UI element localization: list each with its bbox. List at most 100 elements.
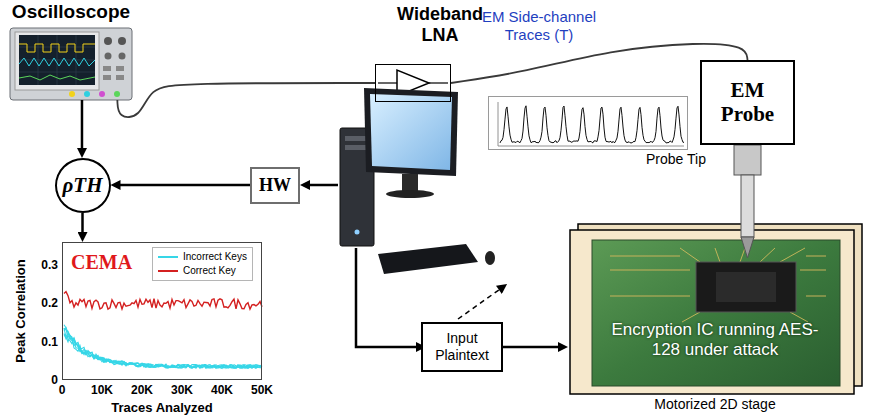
tick-label: 50K bbox=[251, 383, 273, 397]
process-box: Input Plaintext bbox=[421, 322, 503, 372]
amplifier-symbol-part bbox=[429, 82, 448, 83]
plot-heading: EM Side-channel Traces (T) bbox=[477, 8, 601, 44]
stage-label: Motorized 2D stage bbox=[568, 396, 862, 412]
operator-symbol: ρTH bbox=[63, 173, 103, 198]
node-heading: Wideband LNA bbox=[390, 4, 490, 45]
trace-waveform-part bbox=[498, 146, 684, 147]
oscilloscope-drawing-part bbox=[19, 35, 95, 85]
computer-drawing-part bbox=[402, 174, 418, 192]
oscilloscope-drawing-part bbox=[19, 35, 95, 85]
computer-arrows-part bbox=[356, 248, 421, 347]
computer-drawing-part bbox=[370, 94, 452, 170]
chart-title: CEMA bbox=[71, 251, 132, 274]
tick-label: 0 bbox=[59, 383, 66, 397]
chart-legend: Incorrect KeysCorrect Key bbox=[152, 247, 253, 281]
stage-drawing bbox=[570, 224, 862, 394]
legend-swatch bbox=[158, 270, 178, 272]
stage-drawing-part bbox=[716, 272, 776, 302]
tick-label: 10K bbox=[91, 383, 113, 397]
legend-swatch bbox=[158, 256, 178, 258]
oscilloscope-drawing-part bbox=[84, 91, 90, 97]
trace-waveform-part bbox=[498, 102, 499, 146]
oscilloscope-drawing-part bbox=[15, 32, 99, 90]
process-box: HW bbox=[250, 167, 300, 204]
probe-drawing-part bbox=[741, 175, 754, 237]
tick-label: 0.2 bbox=[41, 296, 58, 310]
legend-text: Correct Key bbox=[183, 264, 236, 278]
legend-entry: Incorrect Keys bbox=[158, 250, 247, 264]
tick-label: 40K bbox=[211, 383, 233, 397]
tick-label: 0 bbox=[51, 373, 58, 387]
computer-drawing-part bbox=[378, 244, 478, 274]
amplifier-box: Wideband LNA bbox=[375, 64, 451, 102]
oscilloscope-drawing-part bbox=[116, 75, 124, 80]
oscilloscope-drawing bbox=[10, 28, 132, 100]
incorrect-key-curve bbox=[64, 328, 262, 368]
axis-title: Traces Analyzed bbox=[111, 400, 212, 415]
stage-board: Encryption IC running AES-128 under atta… bbox=[568, 222, 862, 394]
computer-drawing-part bbox=[386, 190, 434, 198]
trace-waveform bbox=[498, 102, 684, 146]
signal-cable bbox=[117, 83, 375, 117]
computer-arrows-part bbox=[458, 287, 503, 319]
correlation-curves bbox=[64, 292, 262, 369]
probe-drawing-part bbox=[741, 237, 754, 258]
oscilloscope-drawing-part bbox=[119, 53, 126, 60]
trace-line bbox=[500, 106, 684, 143]
oscilloscope-drawing-part bbox=[114, 91, 120, 97]
oscilloscope-drawing-part bbox=[10, 28, 132, 100]
correlation-circle: ρTH bbox=[55, 158, 111, 213]
incorrect-key-curve bbox=[64, 325, 262, 369]
legend-entry: Correct Key bbox=[158, 264, 247, 278]
oscilloscope-drawing-part bbox=[103, 75, 111, 80]
computer-drawing bbox=[340, 88, 495, 274]
oscilloscope-drawing-part bbox=[19, 75, 95, 80]
oscilloscope-drawing-part bbox=[19, 44, 95, 52]
tick-label: 20K bbox=[131, 383, 153, 397]
flow-arrow bbox=[81, 100, 84, 153]
incorrect-key-curve bbox=[64, 328, 262, 368]
oscilloscope-drawing-part bbox=[105, 53, 112, 60]
stage-drawing-part bbox=[592, 240, 840, 386]
node-heading: Oscilloscope bbox=[2, 1, 140, 23]
oscilloscope-drawing-part bbox=[69, 91, 75, 97]
box-label: HW bbox=[259, 175, 291, 196]
trace-waveform-part bbox=[500, 106, 684, 143]
stage-drawing-part bbox=[696, 262, 796, 312]
tick-label: 30K bbox=[171, 383, 193, 397]
box-label: EM Probe bbox=[713, 79, 783, 125]
probe-drawing-part bbox=[734, 145, 761, 175]
incorrect-key-curve bbox=[64, 334, 262, 369]
computer-drawing-part bbox=[355, 230, 360, 235]
flow-arrow bbox=[503, 346, 563, 349]
stage-drawing-part bbox=[680, 248, 808, 322]
oscilloscope-drawing-part bbox=[116, 66, 124, 71]
box-label: Input Plaintext bbox=[423, 330, 501, 364]
amplifier-symbol-part bbox=[378, 82, 397, 83]
flow-arrow bbox=[81, 213, 84, 237]
oscilloscope-node: Oscilloscope bbox=[10, 28, 132, 100]
oscilloscope-drawing-part bbox=[103, 66, 111, 71]
legend-text: Incorrect Keys bbox=[183, 250, 247, 264]
tick-label: 0.1 bbox=[41, 335, 58, 349]
probe-drawing bbox=[734, 145, 761, 258]
chip-caption: Encryption IC running AES-128 under atta… bbox=[602, 320, 828, 361]
correct-key-curve bbox=[64, 292, 262, 310]
trace-plot: EM Side-channel Traces (T) bbox=[488, 96, 688, 150]
probe-box: EM Probe bbox=[700, 60, 795, 145]
axis-title: Peak Correlation bbox=[13, 259, 28, 362]
oscilloscope-drawing-part bbox=[19, 58, 95, 66]
oscilloscope-drawing-part bbox=[104, 37, 112, 45]
oscilloscope-drawing-part bbox=[118, 37, 126, 45]
stage-drawing-part bbox=[570, 230, 854, 394]
part-label: Probe Tip bbox=[646, 151, 706, 167]
tick-label: 0.3 bbox=[41, 258, 58, 272]
incorrect-key-curve bbox=[64, 328, 262, 368]
stage-drawing-part bbox=[578, 224, 862, 386]
computer-arrows-part bbox=[305, 184, 338, 187]
flow-arrow bbox=[116, 184, 251, 187]
oscilloscope-drawing-part bbox=[99, 91, 105, 97]
incorrect-key-curve bbox=[64, 333, 262, 368]
